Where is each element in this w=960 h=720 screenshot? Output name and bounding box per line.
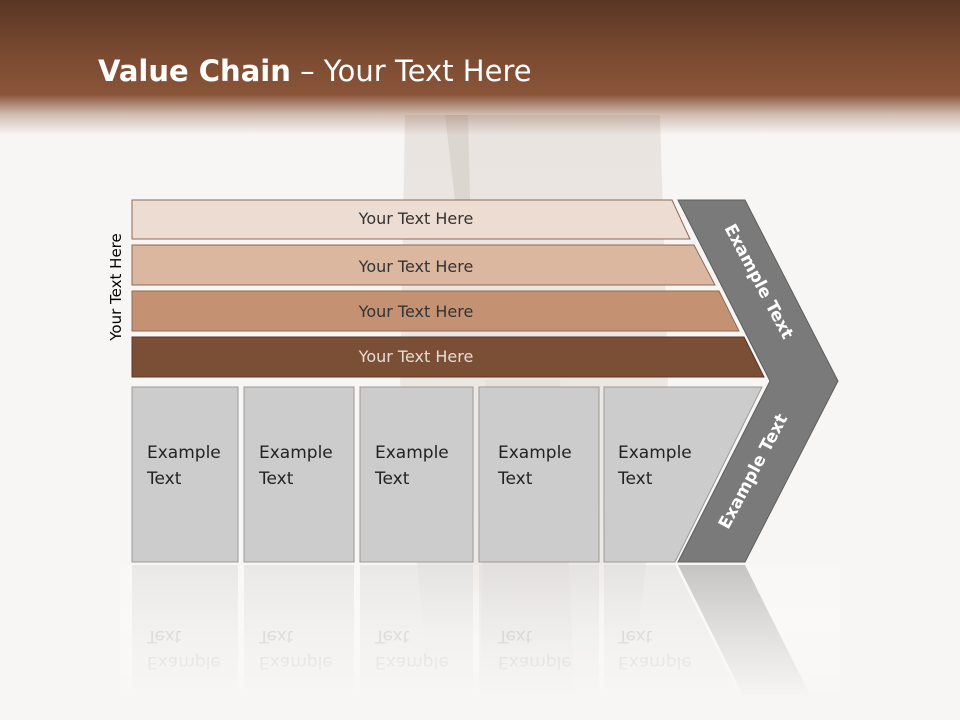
primary-box-5 bbox=[603, 386, 763, 563]
support-bar-4-label: Your Text Here bbox=[358, 347, 474, 366]
support-bar-1 bbox=[131, 199, 691, 240]
primary-box-2 bbox=[243, 386, 355, 563]
support-bar-2-label: Your Text Here bbox=[358, 257, 474, 276]
support-bar-4 bbox=[131, 336, 765, 378]
primary-box-2-line-2: Text bbox=[258, 469, 294, 489]
primary-box-1 bbox=[131, 386, 239, 563]
primary-box-2-line-1: Example bbox=[259, 443, 333, 463]
primary-box-4-line-1: Example bbox=[498, 443, 572, 463]
support-bar-3 bbox=[131, 290, 740, 332]
primary-box-3-line-2: Text bbox=[374, 469, 410, 489]
primary-box-3-line-1: Example bbox=[375, 443, 449, 463]
primary-box-4 bbox=[478, 386, 600, 563]
primary-box-5-line-1: Example bbox=[618, 443, 692, 463]
primary-box-4-line-2: Text bbox=[497, 469, 533, 489]
primary-box-1-line-1: Example bbox=[147, 443, 221, 463]
primary-box-1-line-2: Text bbox=[146, 469, 182, 489]
support-bar-1-label: Your Text Here bbox=[358, 209, 474, 228]
primary-box-5-line-2: Text bbox=[617, 469, 653, 489]
primary-box-3 bbox=[359, 386, 474, 563]
support-bar-2 bbox=[131, 244, 716, 286]
margin-chevron bbox=[677, 199, 839, 563]
page-title: Value Chain – Your Text Here bbox=[98, 54, 532, 88]
support-bar-3-label: Your Text Here bbox=[358, 302, 474, 321]
header-bar bbox=[0, 0, 960, 135]
